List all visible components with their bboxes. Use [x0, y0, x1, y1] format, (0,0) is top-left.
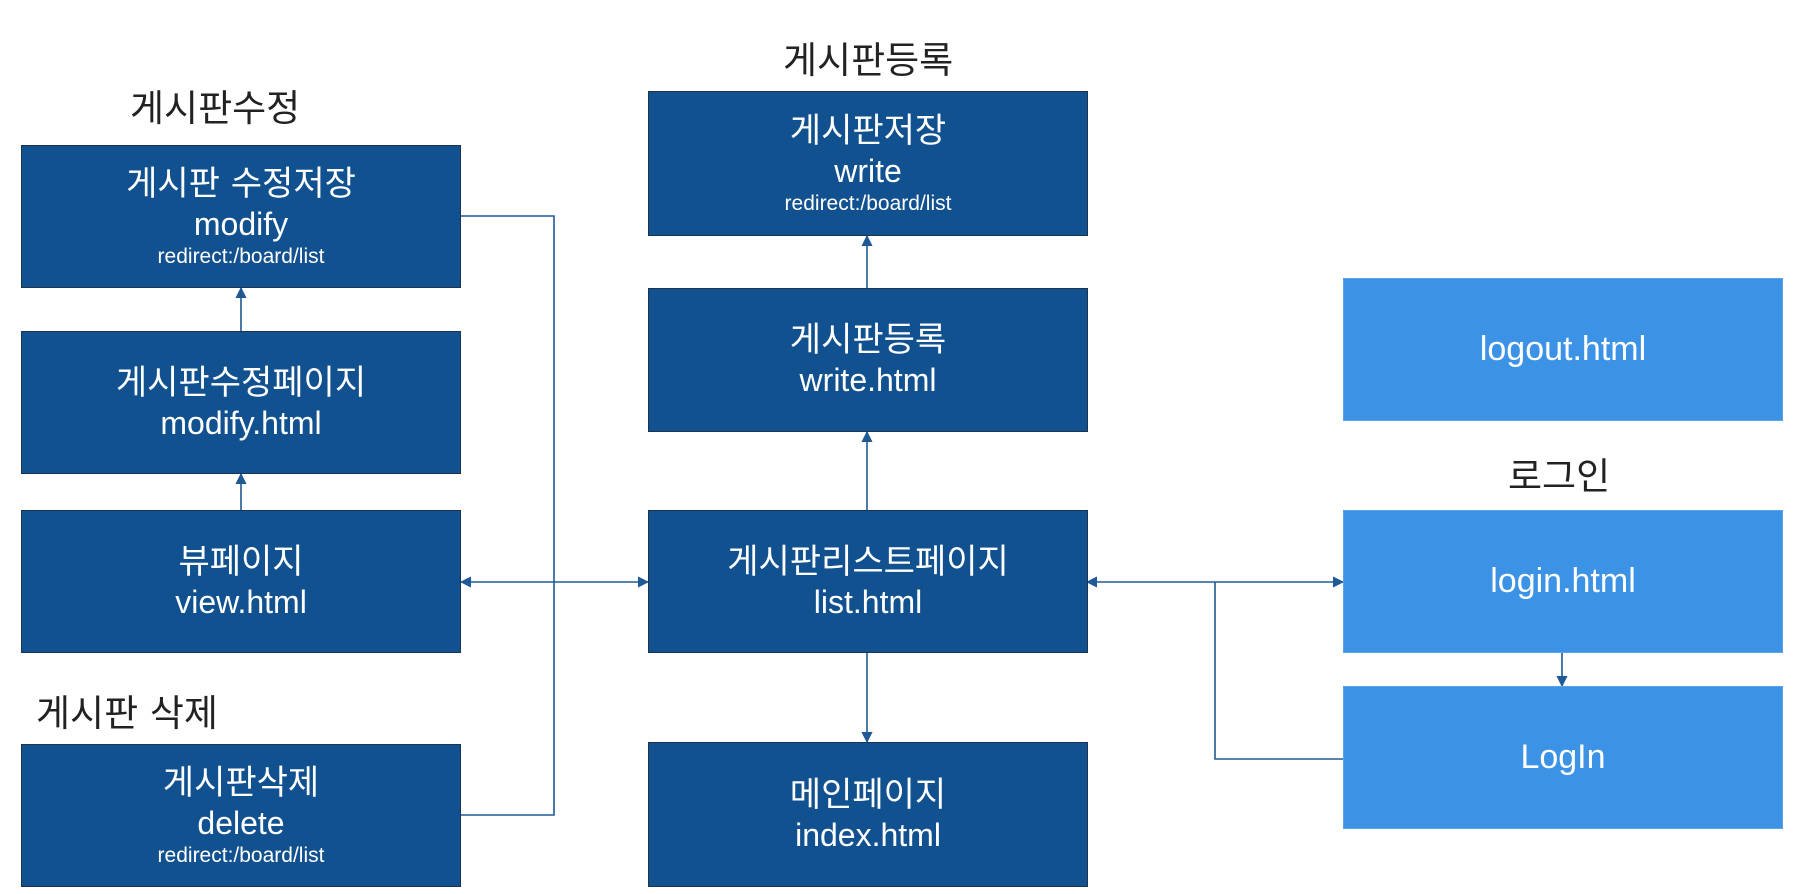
section-label-board-modify: 게시판수정	[130, 87, 301, 130]
node-modify-save: 게시판 수정저장 modify redirect:/board/list	[21, 145, 461, 288]
node-modify-page: 게시판수정페이지 modify.html	[21, 331, 461, 474]
node-title: 게시판삭제	[162, 763, 320, 804]
node-redirect: redirect:/board/list	[157, 244, 325, 268]
section-label-login: 로그인	[1508, 455, 1611, 498]
node-redirect: redirect:/board/list	[784, 191, 952, 215]
node-title: 게시판리스트페이지	[727, 541, 1009, 582]
node-login-page: login.html	[1343, 510, 1783, 653]
node-title: 게시판수정페이지	[115, 362, 367, 403]
line-login-action-to-list	[1214, 582, 1343, 760]
node-name: write.html	[799, 362, 937, 399]
node-name: list.html	[813, 583, 923, 620]
section-label-board-delete: 게시판 삭제	[36, 692, 218, 735]
node-name: write	[834, 153, 902, 190]
line-modify-save-to-list	[461, 215, 555, 582]
node-view-page: 뷰페이지 view.html	[21, 510, 461, 653]
node-title: 게시판 수정저장	[126, 164, 356, 205]
node-title: 게시판저장	[789, 111, 947, 152]
node-name: modify.html	[160, 404, 322, 441]
node-delete: 게시판삭제 delete redirect:/board/list	[21, 744, 461, 887]
node-logout: logout.html	[1343, 278, 1783, 421]
node-name: view.html	[175, 583, 307, 620]
node-list-page: 게시판리스트페이지 list.html	[648, 510, 1088, 653]
node-name: modify	[193, 206, 289, 243]
node-write-save: 게시판저장 write redirect:/board/list	[648, 91, 1088, 236]
node-title: 메인페이지	[789, 774, 947, 815]
line-delete-to-list	[461, 582, 555, 816]
node-title: 뷰페이지	[178, 541, 304, 582]
node-name: LogIn	[1520, 738, 1606, 777]
node-title: 게시판등록	[789, 320, 947, 361]
node-name: login.html	[1490, 562, 1636, 601]
node-name: logout.html	[1479, 330, 1647, 369]
node-name: delete	[197, 805, 285, 842]
node-main-page: 메인페이지 index.html	[648, 742, 1088, 887]
node-name: index.html	[795, 816, 941, 853]
node-redirect: redirect:/board/list	[157, 843, 325, 867]
node-write-page: 게시판등록 write.html	[648, 288, 1088, 432]
section-label-board-register: 게시판등록	[783, 39, 954, 82]
node-login-action: LogIn	[1343, 686, 1783, 829]
